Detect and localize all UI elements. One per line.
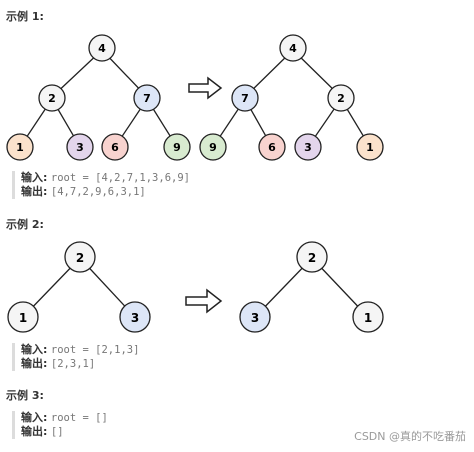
ex1-input-node-rr: 9: [163, 133, 191, 161]
svg-text:1: 1: [19, 311, 27, 325]
svg-text:9: 9: [209, 141, 217, 154]
ex1-input-node-right: 7: [133, 84, 161, 112]
example-1-output-line: 输出: [4,7,2,9,6,3,1]: [21, 185, 190, 199]
ex1-input-node-ll: 1: [6, 133, 34, 161]
ex1-input-node-root: 4: [88, 34, 116, 62]
output-label: 输出:: [21, 357, 48, 370]
input-label: 输入:: [21, 171, 48, 184]
ex1-output-node-right: 2: [327, 84, 355, 112]
svg-text:1: 1: [364, 311, 372, 325]
output-value: [2,3,1]: [50, 358, 96, 370]
arrow-right-icon-2: [185, 288, 223, 314]
svg-text:4: 4: [98, 42, 106, 55]
example-2-input-line: 输入: root = [2,1,3]: [21, 343, 139, 357]
ex1-output-node-lr: 6: [258, 133, 286, 161]
svg-text:2: 2: [337, 92, 345, 105]
svg-text:7: 7: [143, 92, 151, 105]
svg-text:3: 3: [304, 141, 312, 154]
example-1-io: 输入: root = [4,2,7,1,3,6,9] 输出: [4,7,2,9,…: [12, 171, 190, 199]
example-2-title: 示例 2:: [6, 218, 44, 231]
svg-text:6: 6: [111, 141, 119, 154]
example-1-title: 示例 1:: [6, 10, 44, 23]
example-3-input-line: 输入: root = []: [21, 411, 108, 425]
ex2-output-node-right: 1: [352, 301, 384, 333]
output-value: [4,7,2,9,6,3,1]: [50, 186, 146, 198]
example-3-title: 示例 3:: [6, 389, 44, 402]
ex1-input-node-rl: 6: [101, 133, 129, 161]
input-label: 输入:: [21, 343, 48, 356]
arrow-right-icon: [188, 76, 223, 100]
ex1-input-node-lr: 3: [66, 133, 94, 161]
example-3-io: 输入: root = [] 输出: []: [12, 411, 108, 439]
ex2-input-node-left: 1: [7, 301, 39, 333]
ex1-output-node-ll: 9: [199, 133, 227, 161]
ex2-output-node-left: 3: [239, 301, 271, 333]
svg-text:2: 2: [76, 251, 84, 265]
example-1-input-line: 输入: root = [4,2,7,1,3,6,9]: [21, 171, 190, 185]
output-label: 输出:: [21, 425, 48, 438]
ex1-output-node-left: 7: [231, 84, 259, 112]
ex1-output-node-rr: 1: [356, 133, 384, 161]
ex1-output-node-root: 4: [279, 34, 307, 62]
ex1-output-node-rl: 3: [294, 133, 322, 161]
input-value: root = [2,1,3]: [50, 344, 140, 356]
svg-text:1: 1: [16, 141, 24, 154]
svg-text:1: 1: [366, 141, 374, 154]
output-label: 输出:: [21, 185, 48, 198]
svg-text:4: 4: [289, 42, 297, 55]
watermark: CSDN @真的不吃番茄: [354, 430, 466, 443]
input-value: root = []: [50, 412, 108, 424]
example-2-io: 输入: root = [2,1,3] 输出: [2,3,1]: [12, 343, 139, 371]
svg-text:3: 3: [251, 311, 259, 325]
svg-text:3: 3: [131, 311, 139, 325]
svg-text:7: 7: [241, 92, 249, 105]
ex2-output-node-root: 2: [296, 241, 328, 273]
example-2-output-line: 输出: [2,3,1]: [21, 357, 139, 371]
example-3-output-line: 输出: []: [21, 425, 108, 439]
ex2-input-node-root: 2: [64, 241, 96, 273]
input-label: 输入:: [21, 411, 48, 424]
ex2-input-node-right: 3: [119, 301, 151, 333]
svg-text:3: 3: [76, 141, 84, 154]
svg-text:2: 2: [308, 251, 316, 265]
ex1-input-node-left: 2: [38, 84, 66, 112]
svg-text:6: 6: [268, 141, 276, 154]
svg-text:9: 9: [173, 141, 181, 154]
input-value: root = [4,2,7,1,3,6,9]: [50, 172, 190, 184]
svg-text:2: 2: [48, 92, 56, 105]
output-value: []: [50, 426, 64, 438]
